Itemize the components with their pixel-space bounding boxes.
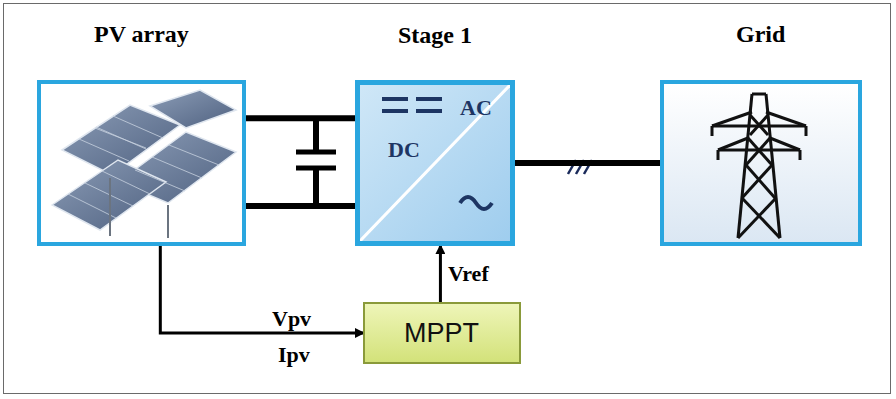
signal-label: Ipv (278, 342, 310, 368)
port-label: DC (388, 137, 420, 163)
mppt-label: MPPT (404, 318, 479, 349)
connector (515, 160, 660, 166)
dc-link-capacitor (246, 118, 355, 206)
inverter-box: Stage 1DCAC (355, 80, 515, 246)
pv-array-box: PV array (37, 80, 246, 246)
connector (439, 246, 442, 302)
solar-panels (52, 90, 236, 238)
transmission-tower (664, 84, 858, 242)
signal-label: Vpv (272, 306, 311, 332)
grid-box: Grid (660, 80, 862, 246)
block-heading: Grid (736, 21, 785, 48)
connector (160, 246, 363, 333)
block-heading: PV array (94, 21, 189, 48)
block-heading: Stage 1 (398, 22, 472, 49)
signal-label: Vref (448, 261, 489, 287)
mppt-box: MPPT (363, 302, 521, 364)
port-label: AC (460, 95, 492, 121)
connector (246, 115, 355, 121)
